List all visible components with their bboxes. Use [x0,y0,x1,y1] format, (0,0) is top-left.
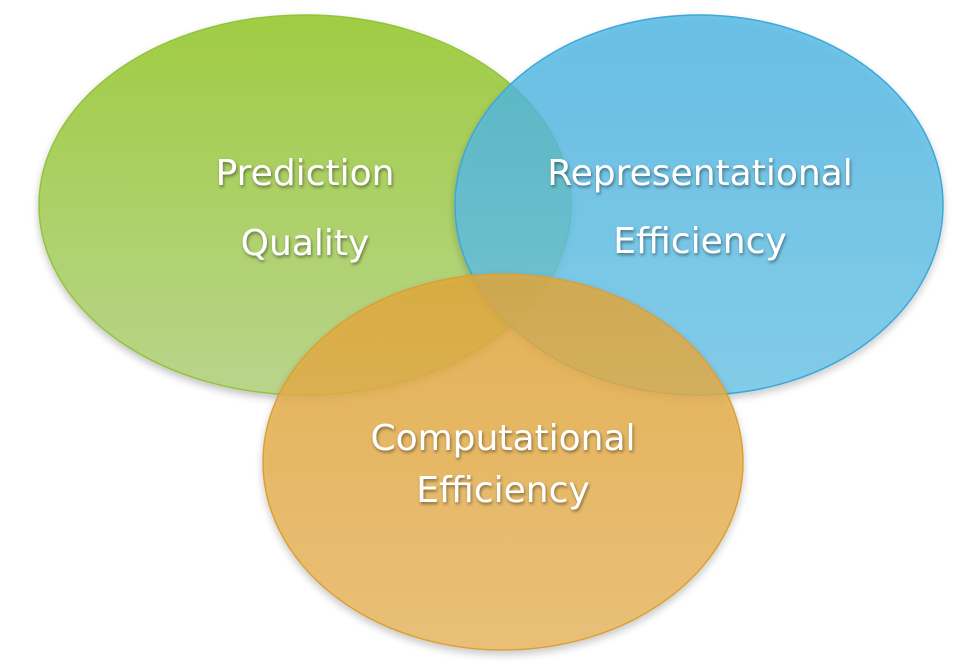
label-representational-efficiency: Representational Efficiency [547,153,852,262]
label-line: Efficiency [416,470,589,511]
label-computational-efficiency: Computational Efficiency [370,418,635,511]
circle-computational-efficiency [262,273,744,651]
label-prediction-quality: Prediction Quality [216,153,395,264]
label-line: Prediction [216,153,395,194]
label-line: Quality [241,223,370,264]
label-line: Representational [547,153,852,194]
label-line: Efficiency [613,221,786,262]
label-line: Computational [370,418,635,459]
